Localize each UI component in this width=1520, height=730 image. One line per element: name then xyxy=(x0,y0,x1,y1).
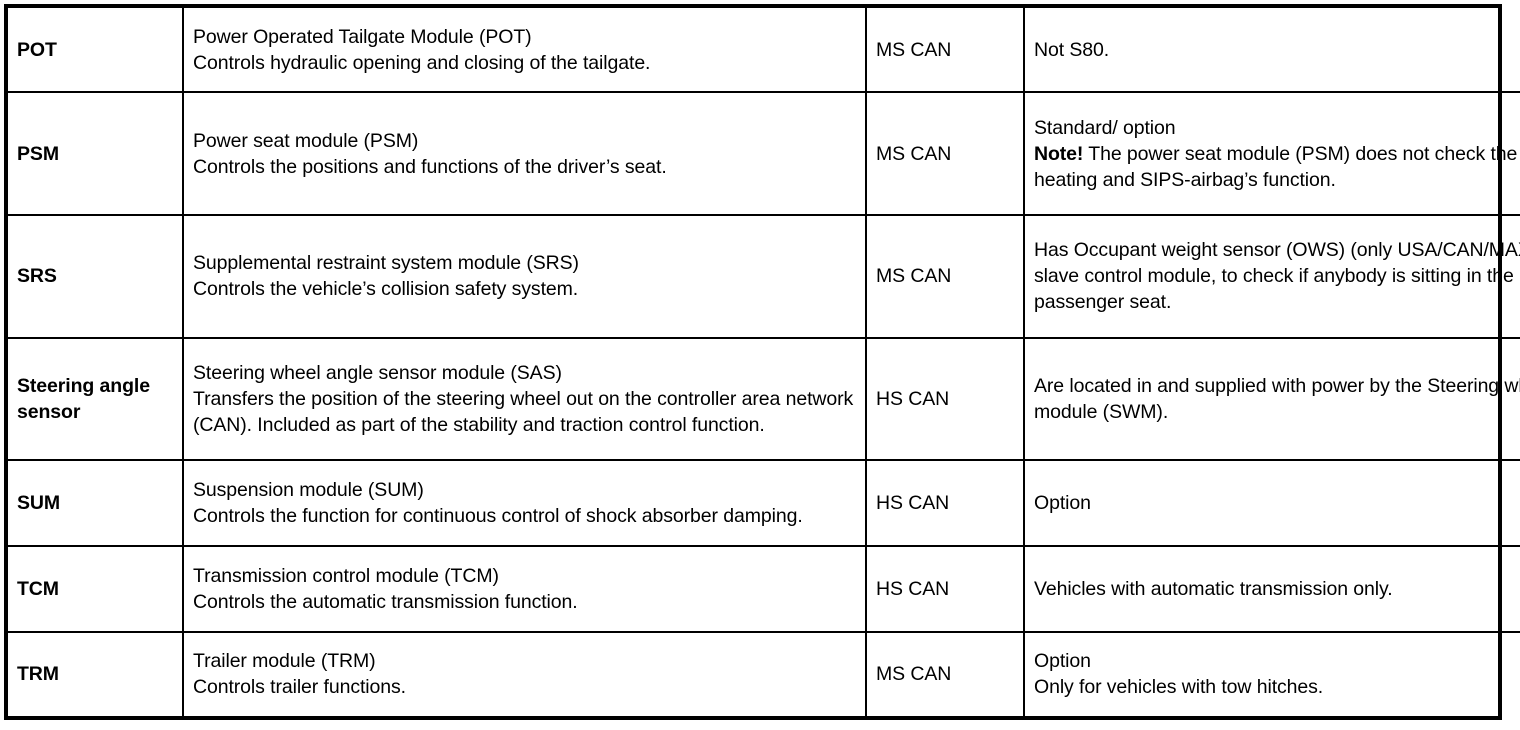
abbreviation-text: SUM xyxy=(17,492,61,515)
cell-note: Standard/ option Note! The power seat mo… xyxy=(1023,91,1520,216)
note-line-1: Vehicles with automatic transmission onl… xyxy=(1034,577,1393,600)
network-text: HS CAN xyxy=(876,492,950,515)
cell-note: Has Occupant weight sensor (OWS) (only U… xyxy=(1023,213,1520,339)
description-line-2: Controls the positions and functions of … xyxy=(193,155,667,178)
table-row: TCM Transmission control module (TCM) Co… xyxy=(8,545,1520,633)
note-body-text: The power seat module (PSM) does not che… xyxy=(1034,142,1518,191)
cell-description: Trailer module (TRM) Controls trailer fu… xyxy=(182,630,867,716)
note-line-1: Standard/ option xyxy=(1034,116,1176,139)
cell-description: Supplemental restraint system module (SR… xyxy=(182,213,867,339)
cell-description: Power Operated Tailgate Module (POT) Con… xyxy=(182,8,867,94)
table-row: Steering angle sensor Steering wheel ang… xyxy=(8,336,1520,462)
note-line-1: Option xyxy=(1034,650,1091,673)
cell-abbreviation: PSM xyxy=(8,91,184,216)
note-line-1: Has Occupant weight sensor (OWS) (only U… xyxy=(1034,239,1520,314)
cell-network: HS CAN xyxy=(865,336,1025,462)
description-line-1: Power seat module (PSM) xyxy=(193,129,419,152)
note-line-1: Option xyxy=(1034,492,1091,515)
description-line-1: Power Operated Tailgate Module (POT) xyxy=(193,25,532,48)
note-line-1: Are located in and supplied with power b… xyxy=(1034,375,1520,424)
abbreviation-text: Steering angle sensor xyxy=(17,375,156,424)
description-line-2: Controls trailer functions. xyxy=(193,676,406,699)
network-text: HS CAN xyxy=(876,577,950,600)
abbreviation-text: SRS xyxy=(17,265,57,288)
cell-description: Transmission control module (TCM) Contro… xyxy=(182,545,867,633)
cell-note: Option xyxy=(1023,459,1520,548)
description-line-1: Suspension module (SUM) xyxy=(193,479,424,502)
cell-abbreviation: POT xyxy=(8,8,184,94)
cell-network: MS CAN xyxy=(865,630,1025,716)
cell-abbreviation: SRS xyxy=(8,213,184,339)
cell-description: Steering wheel angle sensor module (SAS)… xyxy=(182,336,867,462)
cell-abbreviation: Steering angle sensor xyxy=(8,336,184,462)
description-line-2: Controls the function for continuous con… xyxy=(193,505,803,528)
description-line-2: Controls hydraulic opening and closing o… xyxy=(193,51,651,74)
cell-network: HS CAN xyxy=(865,459,1025,548)
table-row: POT Power Operated Tailgate Module (POT)… xyxy=(8,8,1520,94)
abbreviation-text: TRM xyxy=(17,663,59,686)
table-row: PSM Power seat module (PSM) Controls the… xyxy=(8,91,1520,216)
network-text: MS CAN xyxy=(876,38,952,61)
abbreviation-text: PSM xyxy=(17,142,59,165)
cell-network: MS CAN xyxy=(865,8,1025,94)
description-line-1: Supplemental restraint system module (SR… xyxy=(193,252,579,275)
abbreviation-text: POT xyxy=(17,38,57,61)
description-line-1: Trailer module (TRM) xyxy=(193,650,376,673)
description-line-2: Controls the vehicle’s collision safety … xyxy=(193,278,579,301)
cell-abbreviation: TRM xyxy=(8,630,184,716)
network-text: HS CAN xyxy=(876,388,950,411)
table-row: SUM Suspension module (SUM) Controls the… xyxy=(8,459,1520,548)
cell-note: Are located in and supplied with power b… xyxy=(1023,336,1520,462)
note-line-1: Not S80. xyxy=(1034,38,1110,61)
description-line-2: Transfers the position of the steering w… xyxy=(193,388,859,437)
control-module-table-frame: POT Power Operated Tailgate Module (POT)… xyxy=(4,4,1520,720)
description-line-1: Transmission control module (TCM) xyxy=(193,564,499,587)
cell-description: Suspension module (SUM) Controls the fun… xyxy=(182,459,867,548)
cell-network: MS CAN xyxy=(865,91,1025,216)
control-module-table: POT Power Operated Tailgate Module (POT)… xyxy=(8,8,1520,716)
note-bold-prefix: Note! xyxy=(1034,142,1084,165)
description-line-1: Steering wheel angle sensor module (SAS) xyxy=(193,362,562,385)
cell-network: HS CAN xyxy=(865,545,1025,633)
table-row: TRM Trailer module (TRM) Controls traile… xyxy=(8,630,1520,716)
note-line-2: Note! The power seat module (PSM) does n… xyxy=(1034,141,1520,193)
cell-note: Vehicles with automatic transmission onl… xyxy=(1023,545,1520,633)
abbreviation-text: TCM xyxy=(17,577,59,600)
network-text: MS CAN xyxy=(876,663,952,686)
network-text: MS CAN xyxy=(876,142,952,165)
note-line-2: Only for vehicles with tow hitches. xyxy=(1034,676,1324,699)
table-row: SRS Supplemental restraint system module… xyxy=(8,213,1520,339)
description-line-2: Controls the automatic transmission func… xyxy=(193,590,578,613)
cell-abbreviation: TCM xyxy=(8,545,184,633)
cell-network: MS CAN xyxy=(865,213,1025,339)
cell-description: Power seat module (PSM) Controls the pos… xyxy=(182,91,867,216)
network-text: MS CAN xyxy=(876,265,952,288)
table-body: POT Power Operated Tailgate Module (POT)… xyxy=(8,8,1520,716)
cell-note: Not S80. xyxy=(1023,8,1520,94)
cell-note: Option Only for vehicles with tow hitche… xyxy=(1023,630,1520,716)
cell-abbreviation: SUM xyxy=(8,459,184,548)
